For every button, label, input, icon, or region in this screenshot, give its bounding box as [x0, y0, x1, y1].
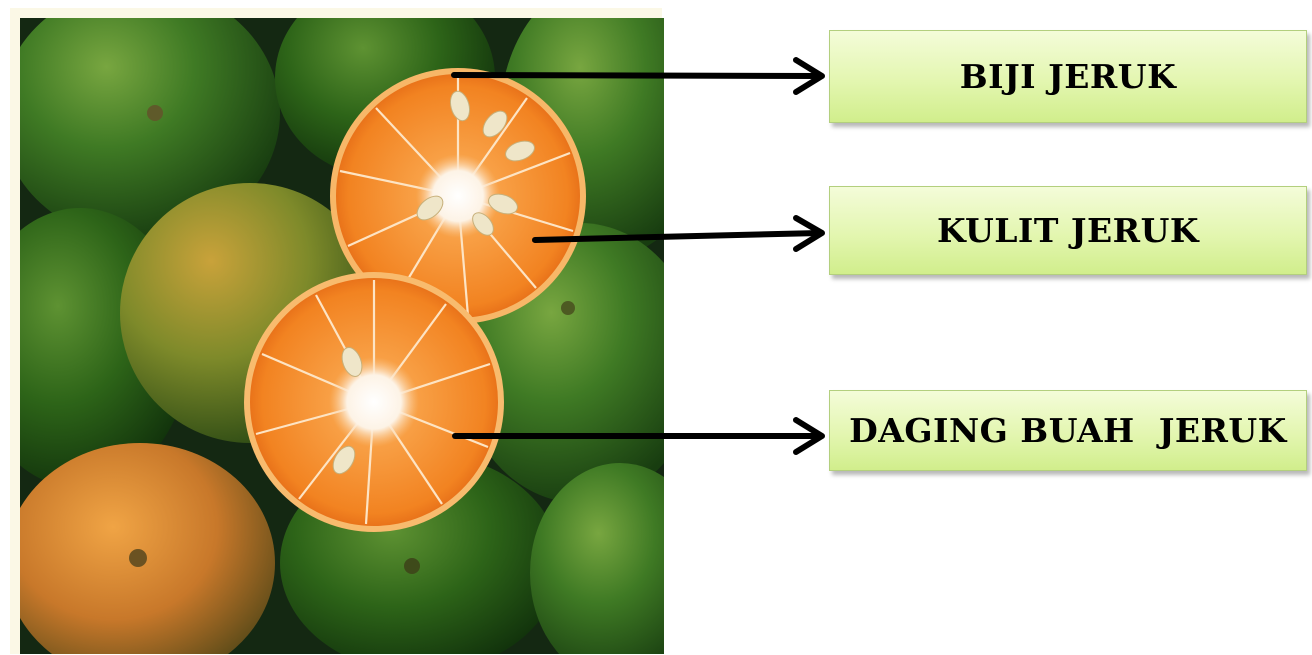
label-kulit-jeruk-text: KULIT JERUK: [936, 211, 1200, 250]
upper-cut-orange: [330, 68, 586, 324]
label-biji-jeruk-text: BIJI JERUK: [959, 57, 1177, 96]
label-biji-jeruk: BIJI JERUK: [829, 30, 1307, 123]
photo-frame: [10, 8, 664, 654]
label-daging-buah-jeruk-text: DAGING BUAH JERUK: [849, 411, 1287, 450]
label-kulit-jeruk: KULIT JERUK: [829, 186, 1307, 275]
lower-cut-orange: [244, 272, 504, 532]
label-daging-buah-jeruk: DAGING BUAH JERUK: [829, 390, 1307, 471]
citrus-photo: [20, 18, 664, 654]
